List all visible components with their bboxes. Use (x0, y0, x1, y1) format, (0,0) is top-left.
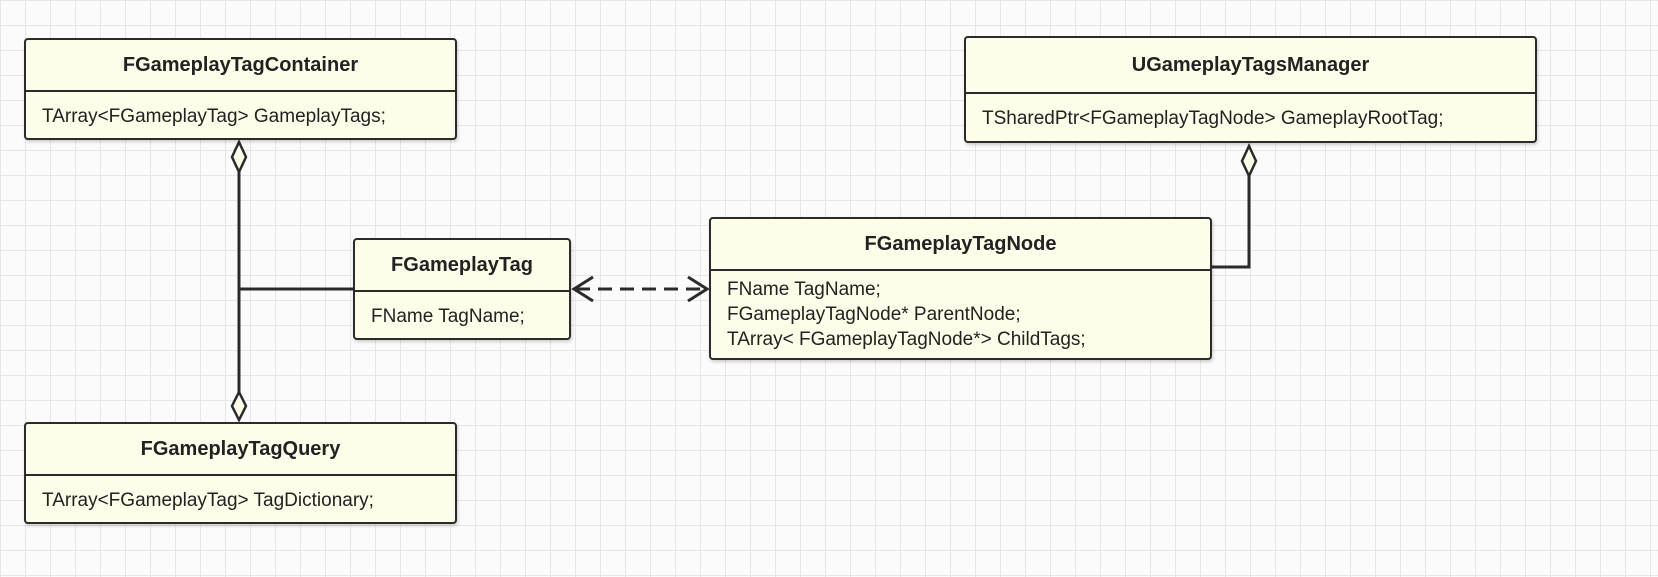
aggregation-diamond-query (230, 389, 248, 423)
class-member: TArray< FGameplayTagNode*> ChildTags; (727, 329, 1086, 350)
class-name: FGameplayTagQuery (26, 424, 455, 476)
class-name: FGameplayTagNode (711, 219, 1210, 271)
class-members: TArray<FGameplayTag> TagDictionary; (26, 476, 455, 519)
class-members: FName TagName; (355, 292, 569, 335)
class-name: UGameplayTagsManager (966, 38, 1535, 94)
class-box-gameplay-tag[interactable]: FGameplayTag FName TagName; (353, 238, 571, 340)
class-box-gameplay-tag-node[interactable]: FGameplayTagNode FName TagName; FGamepla… (709, 217, 1212, 360)
class-member: FName TagName; (371, 306, 525, 327)
class-members: FName TagName; FGameplayTagNode* ParentN… (711, 271, 1210, 358)
class-member: FGameplayTagNode* ParentNode; (727, 304, 1021, 325)
class-members: TArray<FGameplayTag> GameplayTags; (26, 92, 455, 135)
class-box-gameplay-tag-container[interactable]: FGameplayTagContainer TArray<FGameplayTa… (24, 38, 457, 140)
class-member: FName TagName; (727, 279, 881, 300)
arrowhead-left (571, 275, 594, 303)
class-member: TArray<FGameplayTag> GameplayTags; (42, 106, 386, 127)
class-box-gameplay-tag-query[interactable]: FGameplayTagQuery TArray<FGameplayTag> T… (24, 422, 457, 524)
class-name: FGameplayTag (355, 240, 569, 292)
class-member: TArray<FGameplayTag> TagDictionary; (42, 490, 374, 511)
class-member: TSharedPtr<FGameplayTagNode> GameplayRoo… (982, 108, 1444, 129)
aggregation-line-manager-node (1212, 176, 1251, 269)
aggregation-diamond-manager (1240, 143, 1258, 179)
arrowhead-right (687, 275, 710, 303)
aggregation-diamond-container (230, 139, 248, 175)
class-name: FGameplayTagContainer (26, 40, 455, 92)
class-members: TSharedPtr<FGameplayTagNode> GameplayRoo… (966, 94, 1535, 137)
class-box-gameplay-tags-manager[interactable]: UGameplayTagsManager TSharedPtr<FGamepla… (964, 36, 1537, 143)
